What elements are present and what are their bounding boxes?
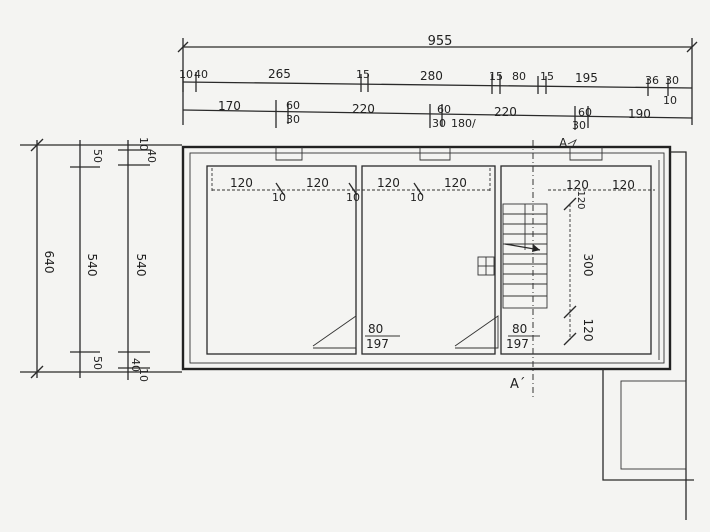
svg-text:10: 10 (179, 68, 193, 81)
svg-text:120: 120 (575, 190, 586, 209)
svg-text:170: 170 (218, 99, 241, 113)
room-middle (361, 165, 496, 355)
room-left (206, 165, 357, 355)
svg-text:195: 195 (575, 71, 598, 85)
svg-text:15: 15 (356, 68, 370, 81)
svg-text:10: 10 (272, 191, 286, 204)
svg-text:220: 220 (494, 105, 517, 119)
annex-wall (670, 151, 687, 520)
svg-text:280: 280 (420, 69, 443, 83)
svg-text:30: 30 (572, 119, 586, 132)
room-right (500, 165, 652, 355)
door-opening-2: 80 197 (454, 315, 540, 351)
svg-text:40: 40 (129, 358, 142, 372)
svg-text:40: 40 (145, 149, 158, 163)
dimension-row-1 (182, 81, 693, 89)
svg-text:50: 50 (91, 149, 104, 163)
svg-text:10: 10 (663, 94, 677, 107)
svg-text:120: 120 (444, 176, 467, 190)
svg-text:30: 30 (665, 74, 679, 87)
svg-text:300: 300 (581, 254, 595, 277)
left-dimensions: 640 50 540 50 10 40 540 40 10 (20, 137, 182, 382)
svg-text:10: 10 (410, 191, 424, 204)
section-mark-bottom: A´ (510, 377, 525, 392)
building-walls (181, 145, 694, 520)
window-dimensions: 120 120 120 120 10 10 10 120 120 120 (211, 168, 655, 210)
door-opening-1: 80 197 (312, 315, 400, 351)
svg-text:540: 540 (85, 254, 99, 277)
svg-text:220: 220 (352, 102, 375, 116)
svg-text:120: 120 (566, 178, 589, 192)
svg-text:80: 80 (512, 70, 526, 83)
top-dimensions: 955 10 40 265 15 280 15 80 15 195 36 30 … (177, 34, 698, 132)
svg-text:190: 190 (628, 107, 651, 121)
outer-wall (181, 145, 672, 371)
svg-text:197: 197 (506, 337, 529, 351)
svg-text:180/: 180/ (451, 117, 476, 130)
svg-text:120: 120 (581, 319, 595, 342)
svg-text:197: 197 (366, 337, 389, 351)
svg-text:30: 30 (432, 117, 446, 130)
svg-text:540: 540 (134, 254, 148, 277)
svg-text:120: 120 (612, 178, 635, 192)
section-line: A A´ (510, 136, 578, 400)
staircase: 300 120 (477, 197, 595, 346)
svg-text:30: 30 (286, 113, 300, 126)
svg-text:40: 40 (194, 68, 208, 81)
svg-text:10: 10 (137, 368, 150, 382)
svg-text:15: 15 (540, 70, 554, 83)
svg-text:15: 15 (489, 70, 503, 83)
svg-text:120: 120 (230, 176, 253, 190)
dimension-row-2 (182, 109, 693, 119)
svg-text:80: 80 (368, 322, 383, 336)
section-mark-top: A (559, 136, 568, 150)
svg-text:265: 265 (268, 67, 291, 81)
annex-box (620, 380, 687, 470)
svg-text:80: 80 (512, 322, 527, 336)
svg-text:36: 36 (645, 74, 659, 87)
overall-width-label: 955 (428, 34, 453, 49)
svg-text:120: 120 (377, 176, 400, 190)
svg-text:10: 10 (346, 191, 360, 204)
svg-text:50: 50 (91, 356, 104, 370)
svg-text:60: 60 (286, 99, 300, 112)
svg-text:10: 10 (137, 137, 150, 151)
svg-text:60: 60 (578, 106, 592, 119)
svg-text:120: 120 (306, 176, 329, 190)
svg-text:60: 60 (437, 103, 451, 116)
overall-height-label: 640 (42, 251, 56, 274)
